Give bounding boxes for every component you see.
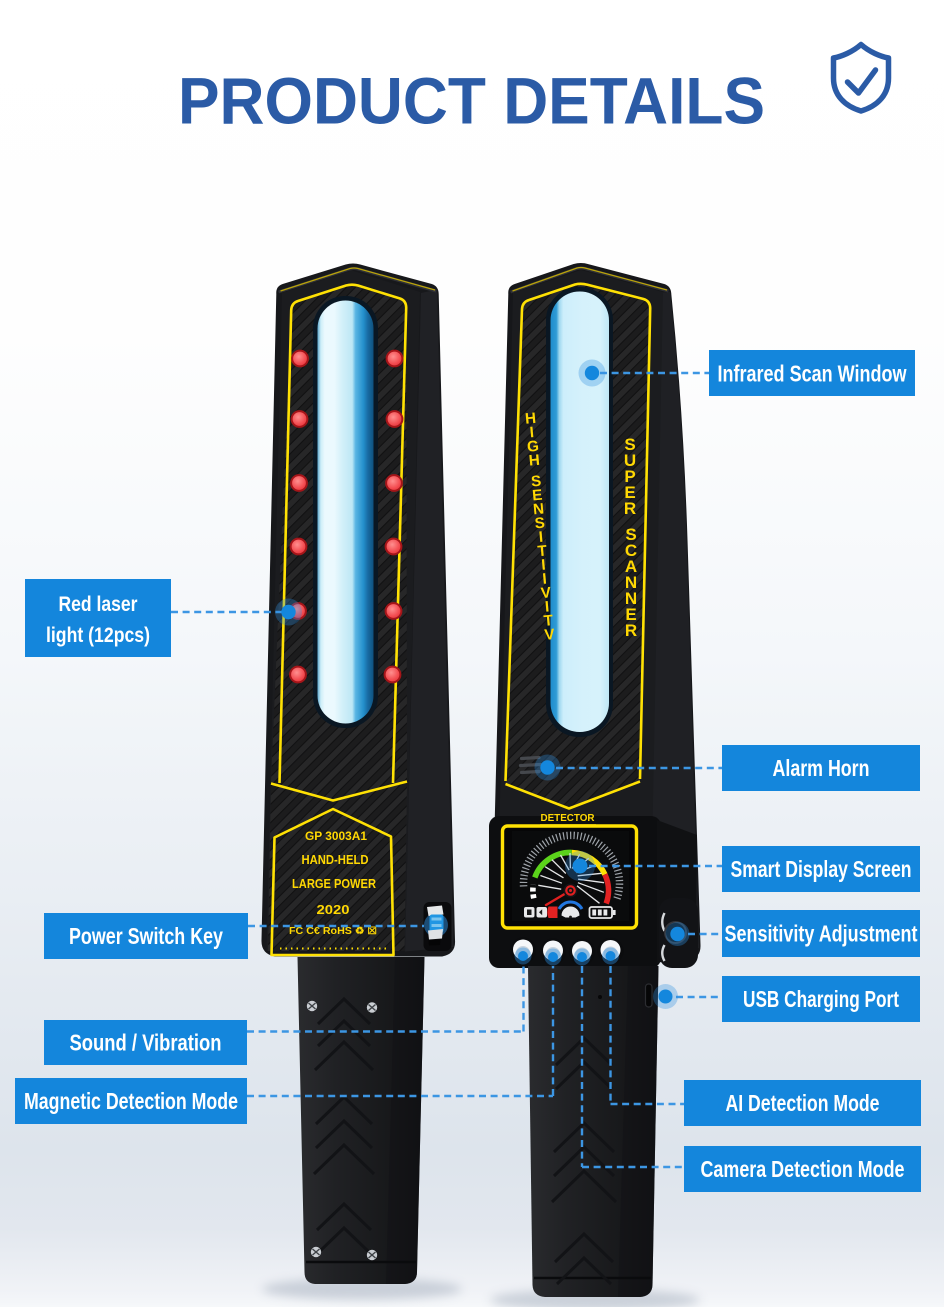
svg-text:Power Switch Key: Power Switch Key bbox=[69, 923, 223, 949]
svg-text:T: T bbox=[537, 542, 548, 560]
svg-text:H: H bbox=[528, 452, 540, 470]
svg-text:N: N bbox=[532, 501, 544, 519]
svg-text:S: S bbox=[624, 435, 635, 454]
svg-text:Camera Detection Mode: Camera Detection Mode bbox=[701, 1156, 905, 1182]
svg-text:LARGE POWER: LARGE POWER bbox=[292, 877, 376, 891]
svg-text:E: E bbox=[532, 487, 544, 505]
svg-text:Sound / Vibration: Sound / Vibration bbox=[70, 1030, 222, 1056]
svg-text:E: E bbox=[624, 483, 635, 502]
svg-text:GP 3003A1: GP 3003A1 bbox=[305, 829, 367, 843]
svg-text:Smart Display Screen: Smart Display Screen bbox=[731, 856, 912, 882]
svg-text:HAND-HELD: HAND-HELD bbox=[302, 853, 369, 867]
svg-text:Sensitivity Adjustment: Sensitivity Adjustment bbox=[725, 921, 918, 947]
svg-text:Red laser: Red laser bbox=[59, 593, 138, 616]
svg-text:I: I bbox=[544, 598, 550, 615]
svg-text:E: E bbox=[625, 605, 636, 624]
svg-text:Infrared Scan Window: Infrared Scan Window bbox=[718, 361, 908, 387]
svg-text:C: C bbox=[625, 541, 637, 560]
svg-text:P: P bbox=[624, 467, 635, 486]
svg-text:FC C€ RoHS ♻ ☒: FC C€ RoHS ♻ ☒ bbox=[289, 926, 377, 937]
svg-text:V: V bbox=[544, 626, 556, 644]
svg-text:I: I bbox=[529, 424, 535, 441]
svg-text:H: H bbox=[524, 410, 536, 428]
svg-text:S: S bbox=[534, 515, 546, 533]
svg-text:T: T bbox=[543, 612, 554, 630]
svg-text:I: I bbox=[542, 571, 548, 588]
svg-text:R: R bbox=[625, 621, 637, 640]
svg-text:S: S bbox=[625, 525, 636, 544]
svg-text:V: V bbox=[540, 584, 552, 602]
svg-text:USB Charging Port: USB Charging Port bbox=[743, 986, 899, 1012]
svg-text:I: I bbox=[541, 557, 547, 574]
svg-text:N: N bbox=[625, 589, 637, 608]
svg-text:U: U bbox=[624, 451, 636, 470]
svg-text:AI Detection Mode: AI Detection Mode bbox=[726, 1090, 880, 1116]
svg-text:Alarm Horn: Alarm Horn bbox=[773, 755, 870, 781]
svg-text:G: G bbox=[526, 438, 539, 456]
svg-text:S: S bbox=[530, 473, 542, 491]
svg-text:2020: 2020 bbox=[317, 903, 350, 917]
svg-text:DETECTOR: DETECTOR bbox=[541, 812, 595, 824]
svg-text:R: R bbox=[624, 499, 636, 518]
svg-text:light (12pcs): light (12pcs) bbox=[46, 624, 150, 647]
svg-text:Magnetic Detection Mode: Magnetic Detection Mode bbox=[24, 1088, 238, 1114]
svg-text:N: N bbox=[625, 573, 637, 592]
svg-text:I: I bbox=[538, 529, 544, 546]
svg-text:A: A bbox=[625, 557, 637, 576]
svg-text:PRODUCT DETAILS: PRODUCT DETAILS bbox=[178, 64, 765, 138]
